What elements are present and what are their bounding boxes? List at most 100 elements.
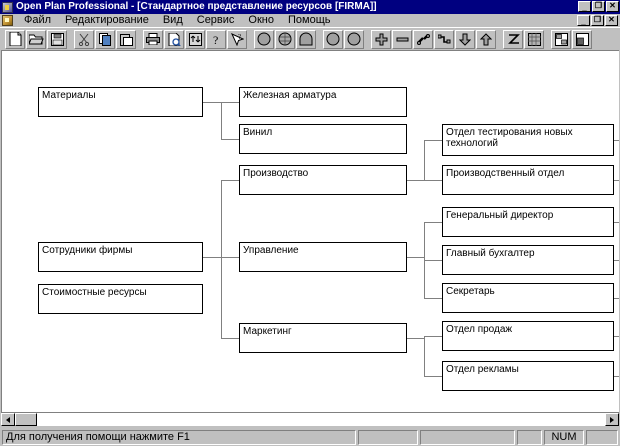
diagram-node-sales-dept[interactable]: Отдел продаж [442,321,614,351]
mdi-close-button[interactable]: ✕ [605,15,618,26]
plus-icon[interactable] [371,29,391,49]
diagram-node-management[interactable]: Управление [239,242,407,272]
horizontal-scrollbar[interactable] [1,412,619,426]
connector-line [614,298,619,299]
mdi-restore-icon: ❐ [593,15,602,24]
restore-icon: ❐ [594,1,603,10]
node-label: Железная арматура [243,90,337,101]
sort-icon[interactable] [185,29,205,49]
connector-line [424,376,442,377]
node-label: Секретарь [446,286,495,297]
status-panel-1 [358,430,418,445]
circle-plain-icon[interactable] [323,29,343,49]
scroll-left-arrow[interactable] [1,413,15,426]
diagram-canvas-area[interactable]: Материалы Железная арматура Винил Отдел … [1,50,619,412]
circle-filled-icon[interactable] [254,29,274,49]
node-label: Главный бухгалтер [446,248,535,259]
node-label: Винил [243,127,273,138]
connector-line [424,222,442,223]
print-icon[interactable] [143,29,163,49]
diagram-node-marketing[interactable]: Маркетинг [239,323,407,353]
node-label: Производство [243,168,309,179]
arrow-left-icon [6,416,10,423]
shape-arch-icon[interactable] [296,29,316,49]
minus-icon[interactable] [392,29,412,49]
menu-item-edit[interactable]: Редактирование [65,14,149,26]
layout-icon[interactable] [551,29,571,49]
circle-plain2-icon[interactable] [344,29,364,49]
connector-line [221,102,222,139]
diagram-node-materials[interactable]: Материалы [38,87,203,117]
svg-text:?: ? [213,33,218,46]
print-preview-icon[interactable] [164,29,184,49]
zoom-z-icon[interactable] [503,29,523,49]
minimize-button[interactable]: _ [578,1,591,12]
save-disk-icon[interactable] [47,29,67,49]
window-title: Open Plan Professional - [Стандартное пр… [16,1,377,12]
diagram-node-production[interactable]: Производство [239,165,407,195]
copy-icon[interactable] [95,29,115,49]
diagram-node-testing-dept[interactable]: Отдел тестирования новых технологий [442,124,614,156]
connector-line [407,180,424,181]
menu-bar: Файл Редактирование Вид Сервис Окно Помо… [0,14,620,28]
grid-view-icon[interactable] [524,29,544,49]
connector-line [424,298,442,299]
open-folder-icon[interactable] [26,29,46,49]
scroll-right-arrow[interactable] [605,413,619,426]
mdi-minimize-icon: _ [581,17,586,26]
status-message: Для получения помощи нажмите F1 [2,430,356,445]
node-label: Стоимостные ресурсы [42,287,147,298]
unlink-icon[interactable] [434,29,454,49]
mdi-restore-button[interactable]: ❐ [591,15,604,26]
connector-line [221,257,239,258]
menu-item-tools[interactable]: Сервис [196,14,235,26]
up-arrow-icon[interactable] [476,29,496,49]
title-bar: Open Plan Professional - [Стандартное пр… [0,0,620,14]
node-label: Генеральный директор [446,210,554,221]
node-label: Сотрудники фирмы [42,245,133,256]
connector-line [424,336,442,337]
diagram-node-iron[interactable]: Железная арматура [239,87,407,117]
diagram-node-vinyl[interactable]: Винил [239,124,407,154]
help-arrow-icon[interactable]: ? [227,29,247,49]
restore-window-icon[interactable] [572,29,592,49]
status-num-indicator: NUM [544,430,584,445]
menu-item-file[interactable]: Файл [24,14,52,26]
node-label: Маркетинг [243,326,292,337]
document-icon[interactable] [2,15,13,26]
connector-line [221,338,239,339]
diagram-node-advertising-dept[interactable]: Отдел рекламы [442,361,614,391]
close-button[interactable]: ✕ [606,1,619,12]
diagram-node-production-dept[interactable]: Производственный отдел [442,165,614,195]
diagram-node-cost-resources[interactable]: Стоимостные ресурсы [38,284,203,314]
help-question-icon[interactable]: ? [206,29,226,49]
app-icon [2,1,13,13]
menu-item-window[interactable]: Окно [248,14,274,26]
connector-line [424,260,442,261]
down-arrow-icon[interactable] [455,29,475,49]
connector-line [614,180,619,181]
diagram-node-employees[interactable]: Сотрудники фирмы [38,242,203,272]
menu-item-help[interactable]: Помощь [287,14,331,26]
diagram-node-secretary[interactable]: Секретарь [442,283,614,313]
scrollbar-thumb[interactable] [15,413,37,426]
arrow-right-icon [610,416,614,423]
diagram-node-chief-accountant[interactable]: Главный бухгалтер [442,245,614,275]
connector-line [407,257,424,258]
scrollbar-track[interactable] [15,413,605,426]
resource-breakdown-diagram: Материалы Железная арматура Винил Отдел … [2,51,619,412]
cut-scissors-icon[interactable] [74,29,94,49]
connector-line [424,336,425,376]
menu-item-view[interactable]: Вид [162,14,183,26]
diagram-node-general-director[interactable]: Генеральный директор [442,207,614,237]
paste-icon[interactable] [116,29,136,49]
restore-button[interactable]: ❐ [592,1,605,12]
new-file-icon[interactable] [5,29,25,49]
circle-globe-icon[interactable] [275,29,295,49]
connector-line [221,139,239,140]
node-label: Управление [243,245,299,256]
connector-line [221,180,239,181]
close-icon: ✕ [609,1,616,10]
mdi-minimize-button[interactable]: _ [577,15,590,26]
link-icon[interactable] [413,29,433,49]
